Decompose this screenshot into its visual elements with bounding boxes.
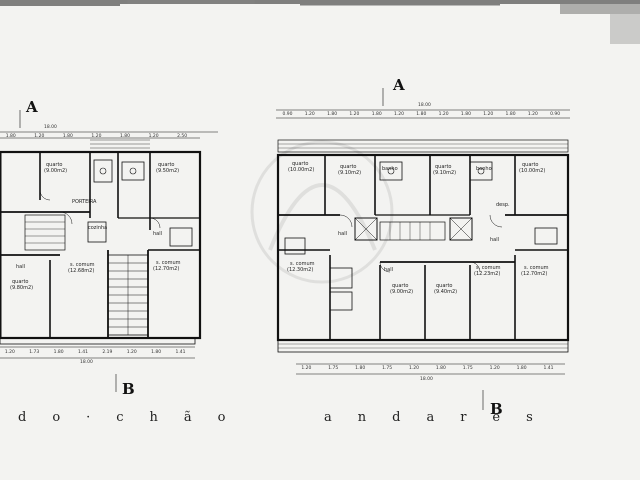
left-room-label: quarto [46,162,63,168]
left-bottom-dimension: 1.41 [78,350,89,355]
right-room-label: quarto [340,164,357,170]
right-room-label: quarto [436,283,453,289]
left-floor-plan [0,110,218,392]
right-top-dimension: 1.80 [505,112,516,117]
right-top-dimension: 1.80 [327,112,338,117]
right-room-area: (12.30m2) [287,267,314,273]
right-floor-caption: andares [324,410,559,425]
right-room-label: quarto [392,283,409,289]
right-section-a-label: A [393,76,405,94]
left-room-area: (12.68m2) [68,268,95,274]
right-room-area: (9.00m2) [390,289,414,295]
watermark-logo [250,140,394,284]
left-bottom-dimension: 1.20 [4,350,15,355]
right-bottom-dimension: 1.80 [435,366,446,371]
right-floor-plan [276,88,570,410]
left-bottom-dimension: 1.73 [29,350,40,355]
scan-noise [0,0,640,44]
right-top-total: 18.00 [418,103,431,108]
right-room-area: (10.00m2) [519,168,546,174]
right-top-dimension: 1.20 [483,112,494,117]
right-room-label: quarto [292,161,309,167]
left-room-label: PORTEIRA [72,199,97,205]
right-room-label: desp. [496,202,510,208]
right-room-area: (9.40m2) [434,289,458,295]
right-room-area: (9.10m2) [433,170,457,176]
left-bottom-dimension: 1.80 [53,350,64,355]
left-room-label: cozinha [88,225,108,231]
left-room-label: quarto [158,162,175,168]
right-top-dimension: 1.80 [416,112,427,117]
left-top-dimension: 1.20 [34,134,45,139]
left-top-dimension: 1.80 [62,134,73,139]
right-top-dimension: 1.80 [371,112,382,117]
right-top-dimension: 1.80 [460,112,471,117]
right-room-label: hall [338,231,348,237]
left-room-label: s. comum [70,262,95,268]
right-room-label: quarto [522,162,539,168]
right-top-dimension: 1.20 [527,112,538,117]
right-top-dimension: 1.20 [349,112,360,117]
left-room-area: (9.50m2) [156,168,180,174]
left-room-area: (9.00m2) [44,168,68,174]
right-room-label: banho [382,166,398,172]
right-room-label: s. comum [290,261,315,267]
left-room-area: (9.80m2) [10,285,34,291]
left-bottom-dimension: 1.20 [126,350,137,355]
left-floor-caption: do·chão [18,410,252,425]
left-room-label: quarto [12,279,29,285]
right-room-area: (12.70m2) [521,271,548,277]
right-room-area: (9.10m2) [338,170,362,176]
left-top-dimension: 1.80 [5,134,16,139]
left-room-label: hall [153,231,163,237]
left-top-dimension: 1.20 [148,134,159,139]
right-room-label: hall [490,237,500,243]
right-room-label: hall [384,267,394,273]
left-bottom-dimension: 1.41 [175,350,186,355]
left-room-label: hall [16,264,26,270]
right-bottom-dimension: 1.20 [489,366,500,371]
left-bottom-dimension: 2.19 [102,350,113,355]
right-room-label: banho [476,166,492,172]
left-section-b-label: B [122,380,135,398]
right-room-label: s. comum [476,265,501,271]
right-section-b-label: B [490,400,503,418]
right-top-dimension: 1.20 [438,112,449,117]
right-top-dimension: 1.20 [394,112,405,117]
right-room-area: (12.23m2) [474,271,501,277]
right-room-area: (10.00m2) [288,167,315,173]
right-bottom-total: 18.00 [420,377,433,382]
right-room-label: s. comum [524,265,549,271]
left-section-a-label: A [26,98,38,116]
left-top-dimension: 2.50 [177,134,188,139]
right-bottom-dimension: 1.20 [408,366,419,371]
right-bottom-dimension: 1.80 [516,366,527,371]
left-top-total: 18.00 [44,125,57,130]
right-bottom-dimension: 1.80 [355,366,366,371]
right-top-dimension: 0.90 [282,112,293,117]
right-bottom-dimension: 1.75 [328,366,339,371]
left-bottom-dimension: 1.80 [151,350,162,355]
right-room-label: quarto [435,164,452,170]
left-top-dimension: 1.20 [91,134,102,139]
right-top-dimension: 0.90 [550,112,561,117]
right-bottom-dimension: 1.20 [301,366,312,371]
right-bottom-dimension: 1.75 [382,366,393,371]
right-top-dimension: 1.20 [304,112,315,117]
left-room-area: (12.70m2) [153,266,180,272]
right-bottom-dimension: 1.41 [543,366,554,371]
left-room-label: s. comum [156,260,181,266]
left-top-dimension: 1.80 [120,134,131,139]
right-bottom-dimension: 1.75 [462,366,473,371]
left-bottom-total: 18.00 [80,360,93,365]
